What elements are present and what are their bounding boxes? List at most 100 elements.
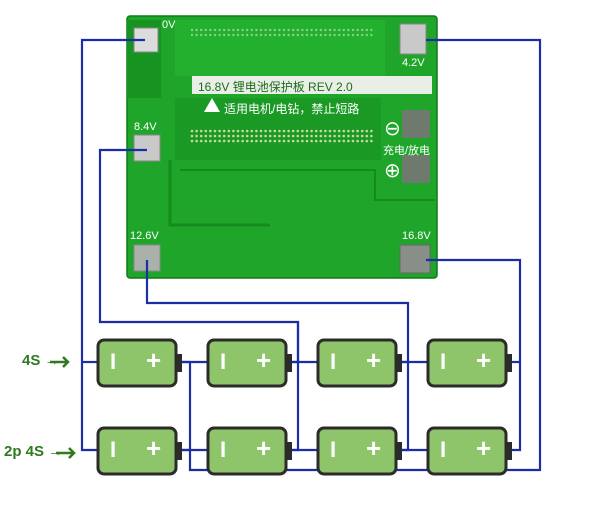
via-dot [319, 28, 322, 32]
via-dot [273, 28, 276, 32]
via-dot [213, 134, 217, 138]
via-dot [190, 33, 194, 37]
via-dot [310, 134, 313, 138]
via-dot [269, 33, 272, 37]
via-dot [218, 134, 221, 138]
via-dot [337, 129, 341, 133]
via-dot [195, 134, 198, 138]
via-dot [351, 129, 355, 133]
via-dot [324, 139, 327, 143]
via-dot [292, 28, 295, 32]
via-dot [204, 28, 207, 32]
via-dot [190, 134, 194, 138]
battery-plus-icon: + [146, 433, 162, 463]
via-dot [361, 33, 364, 37]
via-dot [236, 33, 240, 37]
via-dot [356, 129, 359, 133]
via-dot [236, 28, 240, 32]
via-dot [278, 129, 281, 133]
via-dot [333, 129, 336, 133]
battery-cell [206, 338, 292, 388]
via-dot [227, 134, 231, 138]
battery-minus-icon: I [110, 437, 117, 462]
via-dot [338, 28, 341, 32]
via-dot [287, 134, 290, 138]
arrow-4s-icon [50, 356, 70, 368]
via-dot [268, 134, 272, 138]
via-dot [282, 129, 286, 133]
via-dot [245, 139, 249, 143]
via-dot [255, 139, 258, 143]
via-dot [250, 139, 254, 143]
battery-cell [426, 338, 512, 388]
via-dot [190, 139, 194, 143]
battery-minus-icon: I [330, 349, 337, 374]
via-dot [370, 134, 373, 138]
via-dot [319, 33, 322, 37]
via-dot [305, 33, 309, 37]
via-dot [213, 139, 217, 143]
via-dot [218, 129, 221, 133]
via-dot [223, 28, 226, 32]
pcb-board [126, 15, 438, 279]
via-dot [333, 33, 336, 37]
via-dot [360, 139, 364, 143]
via-dot [232, 129, 235, 133]
via-dot [347, 139, 350, 143]
via-dot [264, 33, 267, 37]
via-dot [301, 33, 304, 37]
battery-terminal [396, 442, 402, 460]
pad-8v4-label: 8.4V [134, 121, 157, 133]
via-dot [328, 33, 332, 37]
via-dot [365, 134, 369, 138]
via-dot [291, 129, 295, 133]
via-dot [259, 33, 263, 37]
via-dot [218, 33, 221, 37]
via-dot [337, 139, 341, 143]
via-dot [278, 134, 281, 138]
battery-plus-icon: + [476, 345, 492, 375]
via-dot [232, 139, 235, 143]
via-dot [227, 129, 231, 133]
via-dot [246, 28, 249, 32]
battery-terminal [506, 354, 512, 372]
via-dot [319, 139, 323, 143]
via-dot [213, 129, 217, 133]
pad-4v2-label: 4.2V [402, 57, 425, 69]
via-dot [287, 28, 290, 32]
pad-16v8 [399, 244, 431, 274]
charge-discharge-label: 充电/放电 [383, 145, 431, 157]
via-dot [365, 129, 369, 133]
via-dot [296, 134, 300, 138]
battery-minus-icon: I [220, 349, 227, 374]
via-dot [305, 28, 309, 32]
via-dot [370, 28, 373, 32]
via-dot [310, 139, 313, 143]
via-dot [195, 33, 198, 37]
via-dot [324, 33, 327, 37]
battery-terminal [176, 354, 182, 372]
via-dot [255, 129, 258, 133]
via-dot [287, 33, 290, 37]
battery-cell [316, 426, 402, 476]
via-dot [255, 134, 258, 138]
via-dot [273, 134, 277, 138]
via-dot [356, 139, 359, 143]
via-dot [305, 139, 309, 143]
via-dot [250, 134, 254, 138]
via-dot [264, 28, 267, 32]
wire-path [176, 360, 192, 450]
pad-8v4 [133, 134, 161, 162]
via-dot [255, 33, 258, 37]
via-dot [342, 134, 346, 138]
via-dot [338, 33, 341, 37]
via-dot [324, 134, 327, 138]
battery-minus-icon: I [330, 437, 337, 462]
via-dot [292, 33, 295, 37]
via-rows [190, 28, 373, 143]
title-panel [192, 76, 432, 94]
pad-12v6-label: 12.6V [130, 230, 159, 242]
via-dot [310, 28, 313, 32]
